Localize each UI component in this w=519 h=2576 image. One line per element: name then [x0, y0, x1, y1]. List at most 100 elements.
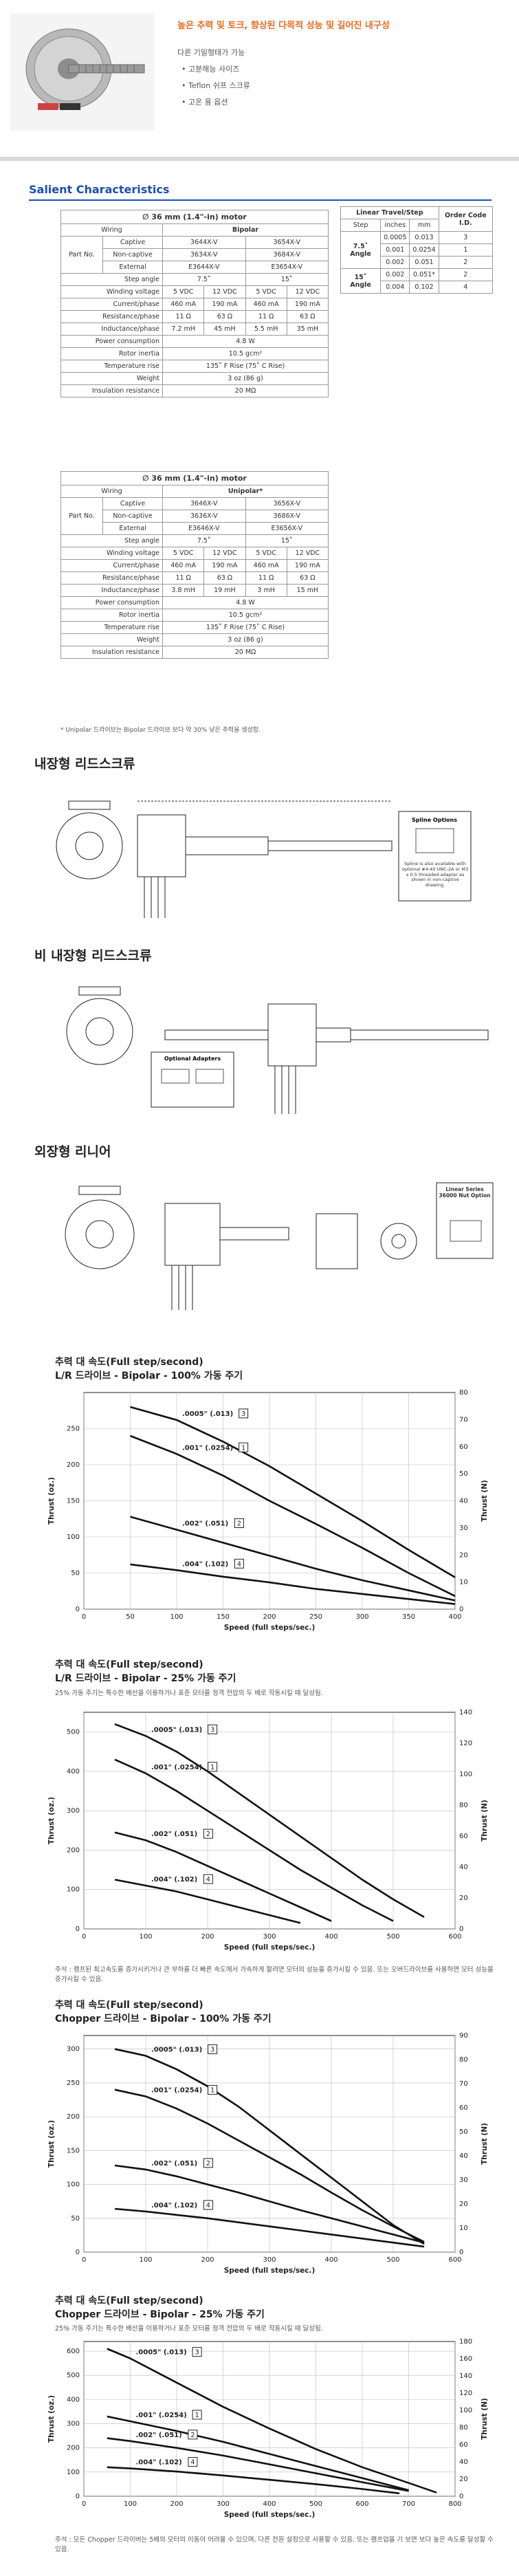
y-tick-label: 600 [67, 2348, 80, 2355]
y2-tick-label: 20 [459, 2201, 468, 2208]
y-tick-label: 0 [76, 2249, 80, 2256]
y-tick-label: 300 [67, 1807, 80, 1815]
x-axis-label: Speed (full steps/sec.) [224, 1624, 316, 1632]
x-tick-label: 400 [263, 2500, 276, 2508]
row-label: Non-captive [102, 510, 164, 523]
y2-tick-label: 60 [459, 1443, 468, 1451]
y-tick-label: 0 [76, 1606, 80, 1613]
series-code-box [208, 2085, 218, 2095]
y2-tick-label: 80 [459, 2056, 468, 2064]
series-label: .004" (.102) [182, 1560, 228, 1568]
series-line [114, 2048, 425, 2245]
series-code-box [203, 1874, 213, 1884]
y2-axis-label: Thrust (N) [481, 2398, 489, 2440]
y2-tick-label: 60 [459, 1833, 468, 1840]
y2-tick-label: 40 [459, 2152, 468, 2160]
wiring-label: Wiring [60, 223, 164, 237]
y-tick-label: 250 [67, 1426, 80, 1433]
series-code: 3 [210, 2046, 214, 2054]
table-title: ∅ 36 mm (1.4"-in) motor [60, 471, 329, 485]
series-code: 3 [210, 1726, 214, 1734]
row-label: Power consumption [60, 335, 164, 348]
series-label: .001" (.0254) [136, 2412, 187, 2419]
row-label: Insulation resistance [60, 384, 164, 397]
cell: 11 Ω [162, 310, 205, 323]
y2-axis-label: Thrust (N) [481, 1480, 489, 1522]
table-title: Linear Travel/Step [340, 206, 439, 219]
cell: 7.5˚ [162, 534, 246, 547]
y-tick-label: 500 [67, 2372, 80, 2379]
y-tick-label: 0 [76, 1925, 80, 1933]
drawing-heading-noncaptive: 비 내장형 리드스크류 [34, 948, 152, 963]
chart-subtitle: L/R 드라이브 - Bipolar - 25% 가동 주기 [55, 1673, 236, 1684]
row-label: External [102, 522, 164, 535]
cell: 10.5 gcm² [162, 347, 329, 360]
row-label: External [102, 261, 164, 274]
series-label: .001" (.0254) [151, 1764, 202, 1771]
x-tick-label: 700 [402, 2500, 415, 2508]
part-no: 3656X-V [245, 497, 329, 510]
captive-leadscrew-drawing: Spline Options Spline is also available … [56, 800, 472, 918]
chart-title: 추력 대 속도(Full step/second) [55, 1357, 203, 1368]
cell: 0.051* [409, 268, 439, 281]
x-tick-label: 250 [309, 1613, 322, 1621]
chart-footnote: 주석 : 램프된 최고속도를 증가시키거나 큰 부하를 더 빠른 속도에서 가속… [55, 1966, 494, 1983]
series-label: .0005" (.013) [151, 1726, 202, 1734]
page-title: 높은 추력 및 토크, 향상된 다목적 성능 및 길어진 내구성 [177, 21, 390, 31]
cell: 11 Ω [245, 571, 287, 585]
y2-tick-label: 20 [459, 1551, 468, 1559]
wiring-value: Unipolar* [162, 485, 329, 498]
series-code-box [208, 1762, 218, 1772]
row-label: Temperature rise [60, 621, 164, 634]
cell: 3.8 mH [162, 584, 205, 597]
part-no: E3654X-V [245, 261, 329, 274]
y2-tick-label: 50 [459, 1470, 468, 1478]
cell: 63 Ω [203, 571, 246, 585]
y-axis-label: Thrust (oz.) [47, 1477, 56, 1525]
series-code: 4 [190, 2459, 195, 2467]
cell: 0.0254 [409, 243, 439, 256]
x-tick-label: 500 [309, 2500, 322, 2508]
series-code: 3 [195, 2349, 199, 2357]
series-line [130, 1434, 456, 1597]
cell: 5 VDC [162, 285, 205, 298]
series-label: .002" (.051) [151, 2160, 197, 2168]
cell: 190 mA [286, 298, 329, 311]
series-code-box [203, 2200, 213, 2210]
cell: 19 mH [203, 584, 246, 597]
group-label: 15˚ Angle [340, 268, 382, 294]
series-code-box [203, 2158, 213, 2168]
y2-tick-label: 20 [459, 2476, 468, 2483]
wiring-label: Wiring [60, 485, 164, 498]
cell: 63 Ω [286, 571, 329, 585]
part-no: 3654X-V [245, 236, 329, 249]
y2-tick-label: 100 [459, 2407, 472, 2414]
series-line [114, 2207, 425, 2248]
y2-tick-label: 50 [459, 2128, 468, 2136]
cell: 20 MΩ [162, 384, 329, 397]
chart-title: 추력 대 속도(Full step/second) [55, 1659, 203, 1670]
cell: 12 VDC [286, 547, 329, 560]
y2-tick-label: 0 [459, 2493, 463, 2500]
row-label: Rotor inertia [60, 609, 164, 622]
x-axis-label: Speed (full steps/sec.) [224, 1943, 316, 1952]
cell: 5.5 mH [245, 323, 287, 336]
wiring-value: Bipolar [162, 223, 329, 237]
y2-axis-label: Thrust (N) [481, 2123, 489, 2165]
y-tick-label: 200 [67, 2445, 80, 2452]
x-tick-label: 200 [201, 2256, 214, 2264]
y-tick-label: 50 [71, 1570, 80, 1578]
row-label: Insulation resistance [60, 646, 164, 659]
series-line [114, 2088, 425, 2243]
row-label: Rotor inertia [60, 347, 164, 360]
series-code-box [192, 2410, 202, 2420]
x-tick-label: 200 [170, 2500, 183, 2508]
series-line [107, 2348, 437, 2493]
series-label: .004" (.102) [136, 2459, 182, 2467]
y2-tick-label: 140 [459, 1709, 472, 1716]
cell: 460 mA [245, 559, 287, 572]
drawing-heading-external: 외장형 리니어 [34, 1144, 111, 1159]
cell: 7.2 mH [162, 323, 205, 336]
